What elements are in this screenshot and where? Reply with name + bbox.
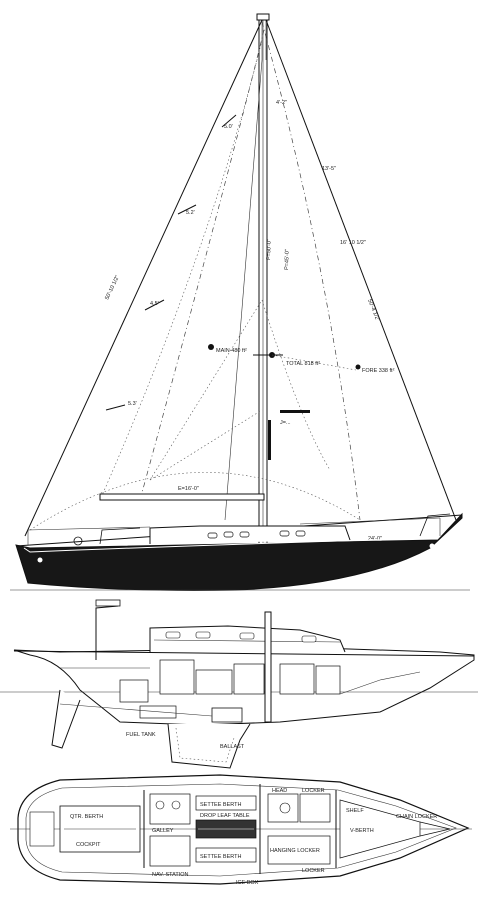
fore-dim: 16' 10 1/2" <box>340 240 366 246</box>
backstay <box>265 19 457 521</box>
sheet-line <box>149 299 263 481</box>
galley-label: GALLEY <box>152 828 174 834</box>
fitting <box>268 420 271 460</box>
settee-stbd-label: SETTEE BERTH <box>200 854 241 860</box>
shelf-label: SHELF <box>346 808 364 814</box>
genoa-leech <box>261 21 361 521</box>
batten <box>221 114 237 128</box>
settee-port-label: SETTEE BERTH <box>200 802 241 808</box>
vberth-label: V-BERTH <box>350 828 374 834</box>
qtr-berth-label: QTR. BERTH <box>70 814 103 820</box>
hanging-locker-label: HANGING LOCKER <box>270 848 320 854</box>
mainsail-leech <box>139 29 265 501</box>
batten-2: 5.2' <box>186 210 195 216</box>
sail-plan: 4'-2" 13'-5" P=50'-0" P=45'-0" 50'-10 1/… <box>10 13 470 591</box>
batten-4: 5.3' <box>128 401 137 407</box>
boom <box>99 493 265 501</box>
dim-head-2: 13'-5" <box>322 166 336 172</box>
batten <box>144 299 165 311</box>
fitting <box>280 410 310 413</box>
lwl-dim: 24'-0" <box>368 536 382 542</box>
dim-foretriangle: P=45'-0" <box>284 249 291 270</box>
batten <box>177 204 197 215</box>
forestay <box>24 19 263 537</box>
batten-1: 5.0' <box>224 124 233 130</box>
accommodation-plan: QTR. BERTH COCKPIT GALLEY NAV. STATION S… <box>10 774 472 886</box>
batten <box>105 404 126 411</box>
locker-label-2: LOCKER <box>302 868 325 874</box>
cockpit-label: COCKPIT <box>76 842 101 848</box>
main-area: MAIN 480 ft² <box>216 348 247 354</box>
dim-head-1: 4'-2" <box>276 100 287 106</box>
batten-3: 4.5' <box>150 301 159 307</box>
dim-luff: P=50'-0" <box>266 239 273 260</box>
boom-dim: E=16'-0" <box>178 486 199 492</box>
dim-backstay: 50'-4 1/2" <box>366 299 380 323</box>
jib-dim: J=... <box>280 420 291 426</box>
inboard-profile: FUEL TANK BALLAST <box>0 599 478 769</box>
fitting <box>355 364 361 370</box>
table-label: DROP LEAF TABLE <box>200 813 250 819</box>
mast <box>253 13 283 553</box>
fuel-tank-label: FUEL TANK <box>126 732 156 738</box>
genoa-foot <box>29 472 361 531</box>
ballast-label: BALLAST <box>220 744 245 750</box>
icebox-label: ICE BOX <box>236 880 259 886</box>
fore-area: FORE 338 ft² <box>362 368 395 374</box>
dim-forestay: 50'-10 1/2" <box>104 274 121 300</box>
mainsail-roach <box>99 39 263 501</box>
total-area: TOTAL 818 ft² <box>286 361 320 367</box>
shroud <box>224 59 263 521</box>
chain-locker-label: CHAIN LOCKER <box>396 814 437 820</box>
nav-label: NAV. STATION <box>152 872 188 878</box>
hull-profile <box>10 512 470 591</box>
sheet-line <box>149 409 263 481</box>
head-label: HEAD <box>272 788 287 794</box>
fitting <box>208 344 214 350</box>
jib-foot <box>261 299 331 471</box>
locker-label-1: LOCKER <box>302 788 325 794</box>
